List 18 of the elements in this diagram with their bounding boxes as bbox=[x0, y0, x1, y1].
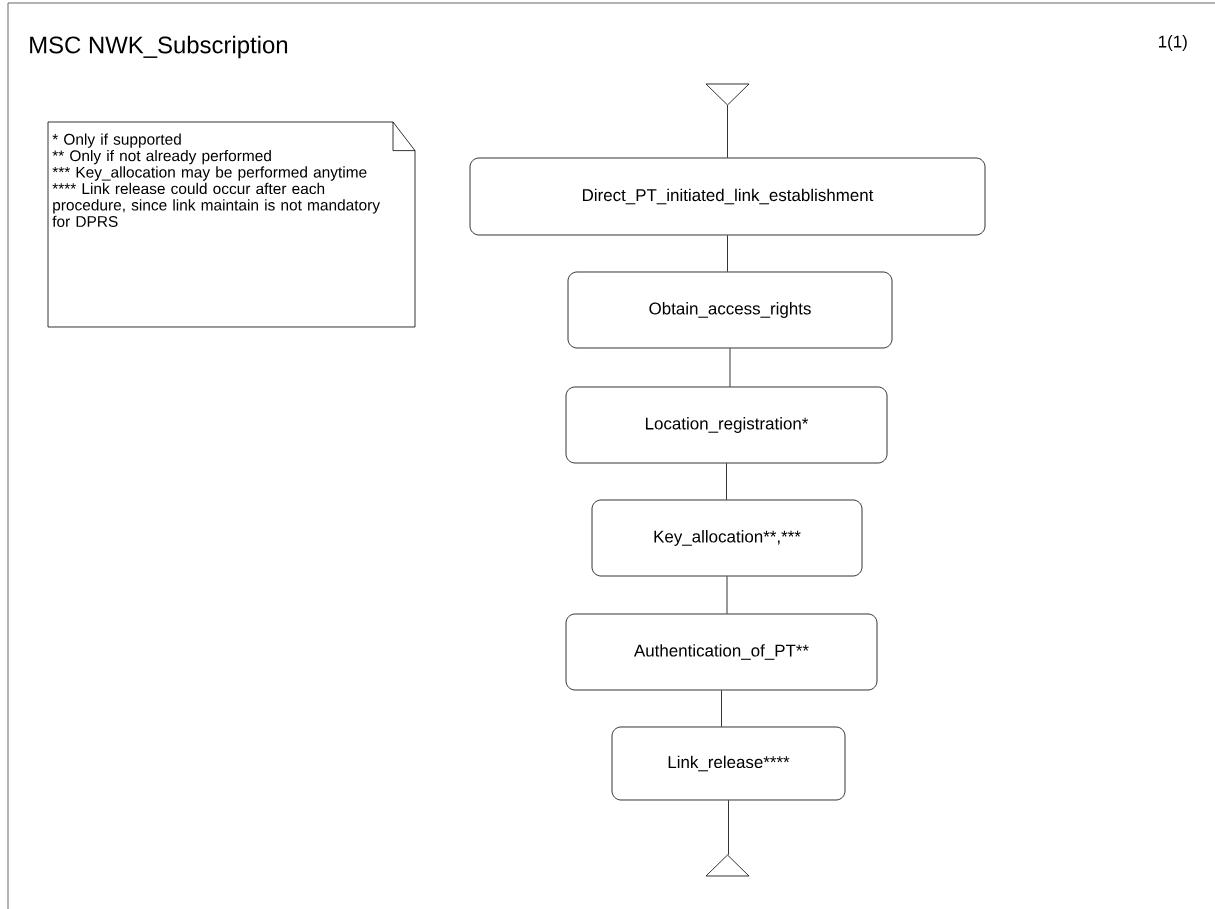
procedure-box: Direct_PT_initiated_link_establishment bbox=[469, 157, 986, 236]
connector-line bbox=[729, 348, 731, 387]
page-number: 1(1) bbox=[1159, 35, 1187, 51]
procedure-box: Obtain_access_rights bbox=[567, 271, 893, 349]
connector-line bbox=[728, 800, 729, 856]
end-triangle-symbol bbox=[705, 854, 750, 877]
procedure-box: Authentication_of_PT** bbox=[565, 613, 878, 691]
connector-line bbox=[727, 235, 728, 272]
procedure-box: Link_release**** bbox=[611, 726, 846, 801]
connector-line bbox=[726, 463, 727, 500]
procedure-box: Key_allocation**,*** bbox=[591, 499, 863, 577]
triangle-symbol bbox=[705, 83, 750, 106]
connector-line bbox=[721, 690, 722, 727]
title: MSC NWK_Subscription bbox=[30, 35, 288, 59]
note: * Only if supported ** Only if not already performed *** Key_allocation may be performed anytime **** Link release could occur after each procedure, since link maintain is not mandatory for DPRS bbox=[47, 121, 416, 328]
procedure-box: Location_registration* bbox=[565, 386, 888, 464]
connector-line bbox=[726, 576, 728, 614]
connector-line bbox=[727, 104, 728, 158]
